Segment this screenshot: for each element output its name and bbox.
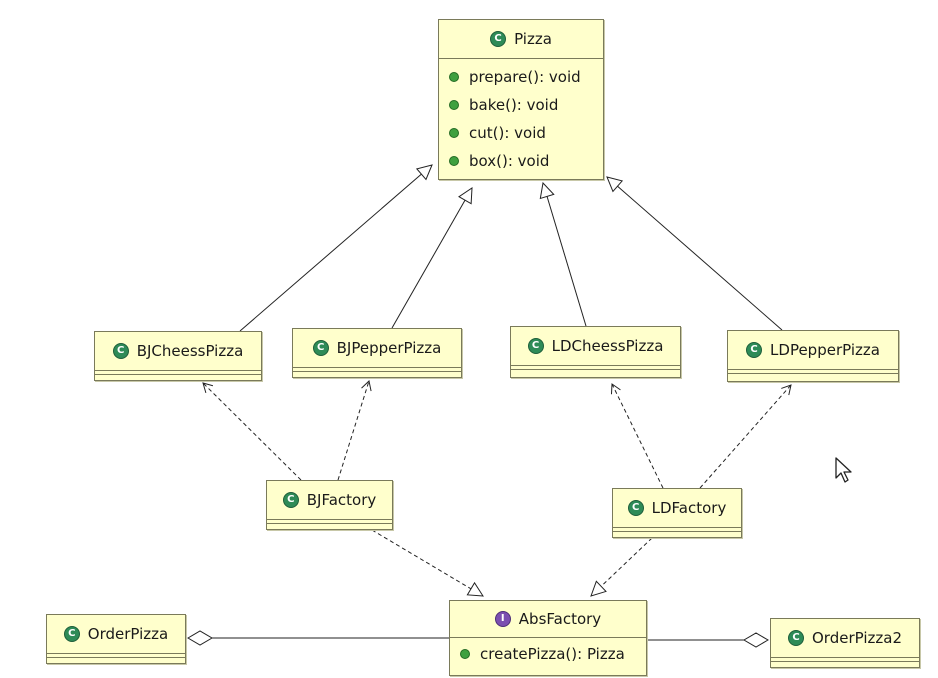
method-row[interactable]: box(): void — [439, 147, 603, 175]
compartment-divider — [771, 661, 919, 665]
class-bjfactory-name: BJFactory — [306, 491, 377, 509]
generalization-bjpepper-to-pizza-line — [391, 199, 466, 329]
method-label: bake(): void — [469, 96, 559, 114]
interface-absfactory-header: I AbsFactory — [450, 601, 646, 637]
class-ldcheesspizza-header: C LDCheessPizza — [511, 327, 680, 365]
dependency-bjfactory-to-bjpepper-line — [337, 380, 370, 481]
class-bjcheesspizza[interactable]: C BJCheessPizza — [94, 331, 262, 381]
compartment-divider — [613, 531, 741, 535]
method-row[interactable]: createPizza(): Pizza — [450, 640, 646, 668]
dependency-ldfactory-to-ldpepper-line — [699, 384, 792, 489]
class-ldpepperpizza-name: LDPepperPizza — [770, 341, 880, 359]
class-bjfactory-header: C BJFactory — [267, 481, 392, 519]
realization-ldfactory-to-absfactory-line — [600, 537, 653, 587]
class-icon: C — [63, 626, 80, 642]
class-bjfactory[interactable]: C BJFactory — [266, 480, 393, 530]
interface-icon: I — [494, 611, 511, 627]
class-icon: C — [627, 500, 644, 516]
method-label: prepare(): void — [469, 68, 581, 86]
method-row[interactable]: prepare(): void — [439, 63, 603, 91]
generalization-ldcheess-to-pizza-line — [546, 196, 587, 327]
interface-absfactory-name: AbsFactory — [518, 610, 602, 628]
class-orderpizza[interactable]: C OrderPizza — [46, 614, 186, 664]
public-method-icon — [449, 100, 459, 110]
class-icon: C — [490, 31, 507, 47]
method-label: cut(): void — [469, 124, 546, 142]
compartment-divider — [47, 653, 185, 657]
compartment-divider — [267, 519, 392, 523]
method-row[interactable]: cut(): void — [439, 119, 603, 147]
class-bjpepperpizza-name: BJPepperPizza — [336, 339, 442, 357]
public-method-icon — [449, 72, 459, 82]
aggregation-diamond-icon — [743, 632, 769, 648]
class-pizza-methods: prepare(): void bake(): void cut(): void… — [439, 58, 603, 177]
dependency-bjfactory-to-bjcheess-line — [202, 382, 302, 481]
compartment-divider — [293, 371, 461, 375]
class-ldcheesspizza-name: LDCheessPizza — [551, 337, 664, 355]
generalization-bjcheess-to-pizza-line — [239, 173, 422, 332]
generalization-ldpepper-to-pizza-line — [617, 185, 783, 331]
aggregation-diamond-icon — [187, 630, 213, 646]
hollow-triangle-arrowhead-icon — [458, 187, 473, 205]
compartment-divider — [47, 657, 185, 661]
compartment-divider — [728, 373, 898, 377]
open-arrowhead-icon — [610, 383, 621, 395]
compartment-divider — [511, 369, 680, 373]
class-pizza-name: Pizza — [514, 30, 552, 48]
hollow-triangle-arrowhead-icon — [466, 581, 484, 597]
class-bjcheesspizza-name: BJCheessPizza — [136, 342, 244, 360]
class-icon: C — [282, 492, 299, 508]
compartment-divider — [613, 527, 741, 531]
class-bjpepperpizza-header: C BJPepperPizza — [293, 329, 461, 367]
public-method-icon — [449, 128, 459, 138]
class-orderpizza2[interactable]: C OrderPizza2 — [770, 618, 920, 668]
compartment-divider — [95, 374, 261, 378]
compartment-divider — [293, 367, 461, 371]
class-ldfactory-header: C LDFactory — [613, 489, 741, 527]
method-label: createPizza(): Pizza — [480, 645, 625, 663]
class-ldfactory-name: LDFactory — [651, 499, 727, 517]
class-ldpepperpizza[interactable]: C LDPepperPizza — [727, 330, 899, 382]
class-icon: C — [788, 630, 804, 646]
compartment-divider — [771, 657, 919, 661]
mouse-cursor-icon — [835, 457, 852, 483]
public-method-icon — [460, 649, 470, 659]
interface-absfactory-methods: createPizza(): Pizza — [450, 637, 646, 670]
compartment-divider — [267, 523, 392, 527]
hollow-triangle-arrowhead-icon — [606, 176, 624, 193]
class-pizza[interactable]: C Pizza prepare(): void bake(): void cut… — [438, 19, 604, 180]
public-method-icon — [449, 156, 459, 166]
class-orderpizza2-name: OrderPizza2 — [812, 629, 902, 647]
class-ldcheesspizza[interactable]: C LDCheessPizza — [510, 326, 681, 378]
class-icon: C — [746, 342, 763, 358]
class-orderpizza-name: OrderPizza — [87, 625, 169, 643]
class-icon: C — [527, 338, 544, 354]
interface-absfactory[interactable]: I AbsFactory createPizza(): Pizza — [449, 600, 647, 676]
compartment-divider — [95, 370, 261, 374]
class-bjpepperpizza[interactable]: C BJPepperPizza — [292, 328, 462, 378]
dependency-ldfactory-to-ldcheess-line — [611, 383, 664, 489]
open-arrowhead-icon — [781, 384, 792, 396]
class-bjcheesspizza-header: C BJCheessPizza — [95, 332, 261, 370]
class-ldpepperpizza-header: C LDPepperPizza — [728, 331, 898, 369]
hollow-triangle-arrowhead-icon — [590, 580, 607, 597]
hollow-triangle-arrowhead-icon — [415, 164, 433, 181]
method-row[interactable]: bake(): void — [439, 91, 603, 119]
open-arrowhead-icon — [361, 380, 372, 392]
realization-bjfactory-to-absfactory-line — [371, 529, 472, 590]
class-icon: C — [312, 340, 329, 356]
compartment-divider — [728, 369, 898, 373]
method-label: box(): void — [469, 152, 550, 170]
class-pizza-header: C Pizza — [439, 20, 603, 58]
class-orderpizza-header: C OrderPizza — [47, 615, 185, 653]
class-orderpizza2-header: C OrderPizza2 — [771, 619, 919, 657]
hollow-triangle-arrowhead-icon — [539, 181, 555, 200]
open-arrowhead-icon — [202, 382, 214, 394]
class-ldfactory[interactable]: C LDFactory — [612, 488, 742, 538]
compartment-divider — [511, 365, 680, 369]
class-icon: C — [112, 343, 129, 359]
